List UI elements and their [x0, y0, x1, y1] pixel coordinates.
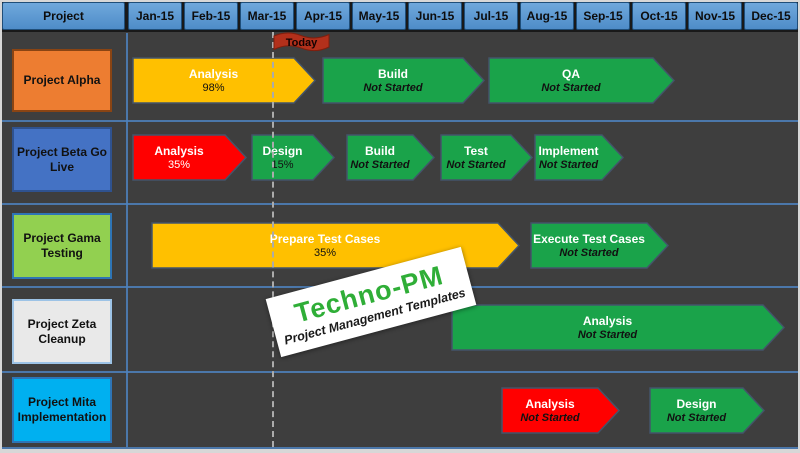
month-header-feb[interactable]: Feb-15 [184, 2, 238, 30]
task-status: 15% [271, 159, 294, 171]
task-label: Analysis [188, 67, 239, 81]
task-status: Not Started [541, 82, 601, 94]
month-header-apr[interactable]: Apr-15 [296, 2, 350, 30]
task-bar-beta-test[interactable]: Test Not Started [440, 134, 534, 181]
task-bar-mita-design[interactable]: Design Not Started [649, 387, 766, 434]
today-flag[interactable]: Today [273, 32, 330, 55]
month-header-jan[interactable]: Jan-15 [128, 2, 182, 30]
month-header-aug[interactable]: Aug-15 [520, 2, 574, 30]
task-label: Analysis [154, 144, 204, 158]
task-label: Implement [538, 144, 599, 158]
task-bar-mita-analysis[interactable]: Analysis Not Started [501, 387, 621, 434]
month-header-dec[interactable]: Dec-15 [744, 2, 798, 30]
task-label: Execute Test Cases [533, 232, 645, 246]
task-status: 35% [167, 159, 191, 171]
project-box-mita[interactable]: Project Mita Implementation [12, 377, 112, 443]
task-bar-alpha-analysis[interactable]: Analysis 98% [132, 57, 317, 104]
project-box-beta[interactable]: Project Beta Go Live [12, 127, 112, 192]
task-status: Not Started [446, 159, 506, 171]
task-status: Not Started [520, 412, 580, 424]
task-status: Not Started [363, 82, 423, 94]
task-status: Not Started [350, 159, 410, 171]
task-status: 98% [202, 82, 225, 94]
task-bar-beta-design[interactable]: Design 15% [251, 134, 336, 181]
task-label: Build [365, 144, 395, 158]
task-label: QA [562, 67, 580, 81]
task-bar-zeta-analysis[interactable]: Analysis Not Started [451, 304, 786, 351]
task-label: Test [464, 144, 488, 158]
task-status: 35% [313, 247, 337, 259]
project-box-zeta[interactable]: Project Zeta Cleanup [12, 299, 112, 364]
row-divider [2, 120, 798, 122]
project-column-header[interactable]: Project [2, 2, 125, 30]
today-marker-line [272, 32, 274, 447]
row-divider [2, 447, 798, 449]
month-header-jun[interactable]: Jun-15 [408, 2, 462, 30]
month-header-sep[interactable]: Sep-15 [576, 2, 630, 30]
month-header-may[interactable]: May-15 [352, 2, 406, 30]
task-bar-beta-build[interactable]: Build Not Started [346, 134, 436, 181]
month-header-oct[interactable]: Oct-15 [632, 2, 686, 30]
task-status: Not Started [577, 329, 638, 341]
task-label: Build [378, 67, 408, 81]
task-bar-alpha-qa[interactable]: QA Not Started [488, 57, 676, 104]
task-status: Not Started [666, 412, 727, 424]
task-label: Design [676, 397, 717, 411]
flag-icon [273, 32, 330, 51]
task-label: Analysis [582, 314, 633, 328]
task-label: Analysis [525, 397, 575, 411]
task-label: Design [262, 144, 303, 158]
row-divider [2, 203, 798, 205]
month-header-nov[interactable]: Nov-15 [688, 2, 742, 30]
task-bar-gama-execute[interactable]: Execute Test Cases Not Started [530, 222, 670, 269]
project-box-gama[interactable]: Project Gama Testing [12, 213, 112, 279]
project-box-alpha[interactable]: Project Alpha [12, 49, 112, 112]
task-bar-beta-implement[interactable]: Implement Not Started [534, 134, 625, 181]
task-bar-alpha-build[interactable]: Build Not Started [322, 57, 486, 104]
task-bar-beta-analysis[interactable]: Analysis 35% [132, 134, 248, 181]
task-label: Prepare Test Cases [269, 232, 381, 246]
month-header-jul[interactable]: Jul-15 [464, 2, 518, 30]
task-status: Not Started [538, 159, 599, 171]
row-divider [2, 371, 798, 373]
task-status: Not Started [559, 247, 619, 259]
project-column-divider [126, 33, 128, 447]
month-header-mar[interactable]: Mar-15 [240, 2, 294, 30]
